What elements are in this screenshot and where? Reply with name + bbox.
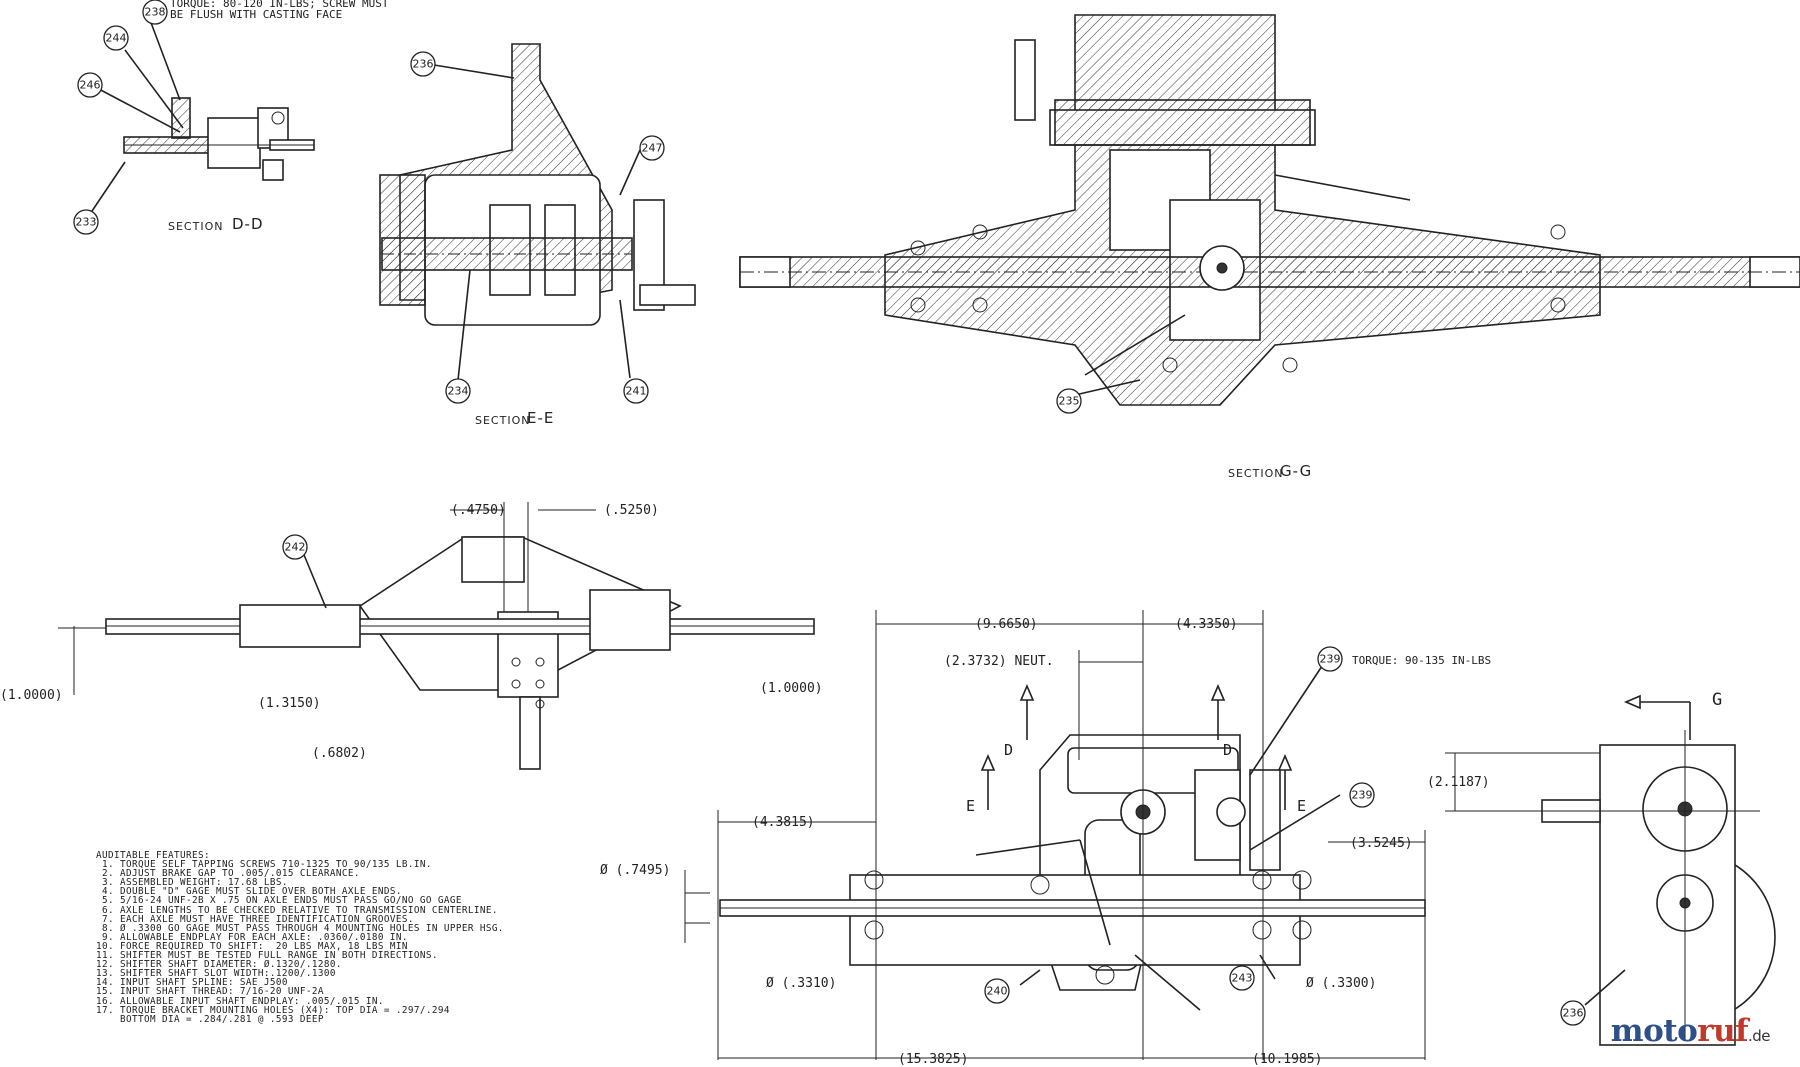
- callout-238: 238: [142, 0, 168, 25]
- side-view: G: [1445, 690, 1776, 1046]
- section-e-prefix: SECTION: [475, 414, 530, 427]
- view-letter-e2: E: [1297, 797, 1306, 815]
- note-15: 15. INPUT SHAFT THREAD: 7/16-20 UNF-2A: [96, 986, 324, 998]
- note-17: 17. TORQUE BRACKET MOUNTING HOLES (X4): …: [96, 1004, 450, 1016]
- view-letter-d1: D: [1004, 741, 1013, 759]
- callout-233: 233: [73, 209, 99, 235]
- section-d-letter: D-D: [232, 215, 264, 233]
- dim-4750: (.4750): [451, 503, 506, 518]
- svg-text:236: 236: [413, 58, 434, 71]
- dim-6802: (.6802): [312, 746, 367, 761]
- dim-3310: Ø (.3310): [766, 976, 836, 991]
- torque-note-239: TORQUE: 90-135 IN-LBS: [1352, 654, 1491, 667]
- mounting-holes: [910, 224, 1566, 373]
- motoruf-logo: motoruf.de: [1610, 1013, 1771, 1049]
- dim-9-6650: (9.6650): [975, 617, 1038, 632]
- note-10: 10. FORCE REQUIRED TO SHIFT: 20 LBS MAX,…: [96, 940, 408, 952]
- logo-part1: moto: [1610, 1013, 1698, 1049]
- svg-text:235: 235: [1059, 395, 1080, 408]
- note-8: 8. Ø .3300 GO GAGE MUST PASS THROUGH 4 M…: [96, 922, 504, 934]
- note-9: 9. ALLOWABLE ENDPLAY FOR EACH AXLE: .036…: [96, 931, 408, 943]
- section-e-letter: E-E: [527, 409, 554, 427]
- dim-7495: Ø (.7495): [600, 863, 670, 878]
- callout-239-lower: 239: [1349, 782, 1375, 808]
- svg-text:236: 236: [1563, 1007, 1584, 1020]
- note-7: 7. EACH AXLE MUST HAVE THREE IDENTIFICAT…: [96, 913, 414, 925]
- note-12: 12. SHIFTER SHAFT DIAMETER: Ø.1320/.1280…: [96, 959, 342, 971]
- notes-title: AUDITABLE FEATURES:: [96, 850, 210, 861]
- logo-suffix: .de: [1747, 1027, 1771, 1045]
- section-d-d-view: TORQUE: 80-120 IN-LBS; SCREW MUST BE FLU…: [89, 0, 389, 233]
- callout-246: 246: [77, 72, 103, 98]
- note-17-cont: BOTTOM DIA = .284/.281 @ .593 DEEP: [96, 1013, 324, 1025]
- note-4: 4. DOUBLE "D" GAGE MUST SLIDE OVER BOTH …: [96, 886, 402, 898]
- dim-1-0000-left: (1.0000): [0, 688, 63, 703]
- dim-4-3350: (4.3350): [1175, 617, 1238, 632]
- section-e-e-view: SECTION E-E: [379, 43, 696, 427]
- note-11: 11. SHIFTER MUST BE TESTED FULL RANGE IN…: [96, 950, 438, 962]
- svg-text:233: 233: [76, 216, 97, 229]
- section-d-prefix: SECTION: [168, 220, 223, 233]
- callout-240: 240: [984, 978, 1010, 1004]
- callout-236-top: 236: [410, 51, 436, 77]
- svg-text:244: 244: [106, 32, 127, 45]
- header-note-line2: BE FLUSH WITH CASTING FACE: [170, 8, 342, 21]
- note-1: 1. TORQUE SELF TAPPING SCREWS 710-1325 T…: [96, 859, 432, 871]
- svg-text:240: 240: [987, 985, 1008, 998]
- section-g-g-view: SECTION G-G: [739, 14, 1800, 480]
- view-letter-g: G: [1712, 690, 1722, 710]
- dim-5250: (.5250): [604, 503, 659, 518]
- callout-234: 234: [445, 378, 471, 404]
- note-6: 6. AXLE LENGTHS TO BE CHECKED RELATIVE T…: [96, 904, 498, 916]
- svg-text:242: 242: [285, 541, 306, 554]
- bolt-holes: [864, 870, 1312, 985]
- front-view: [58, 502, 815, 770]
- header-note-line1: TORQUE: 80-120 IN-LBS; SCREW MUST: [170, 0, 389, 10]
- callout-247: 247: [639, 135, 665, 161]
- dim-1-0000-right: (1.0000): [760, 681, 823, 696]
- svg-text:243: 243: [1232, 972, 1253, 985]
- logo-part2: ruf: [1697, 1013, 1748, 1049]
- view-letter-d2: D: [1223, 741, 1232, 759]
- dim-10-1985: (10.1985): [1252, 1052, 1322, 1067]
- dim-1-3150: (1.3150): [258, 696, 321, 711]
- svg-text:246: 246: [80, 79, 101, 92]
- svg-text:241: 241: [626, 385, 647, 398]
- dim-2-1187: (2.1187): [1427, 775, 1490, 790]
- callouts: 238 244 246 233 236 247 234 241 235 242 …: [73, 0, 1586, 1026]
- svg-text:238: 238: [145, 6, 166, 19]
- callout-243: 243: [1229, 965, 1255, 991]
- dimension-labels: (.4750) (.5250) (1.0000) (1.3150) (1.000…: [0, 503, 1491, 1067]
- note-16: 16. ALLOWABLE INPUT SHAFT ENDPLAY: .005/…: [96, 995, 384, 1007]
- top-view: D D E E: [684, 610, 1426, 1060]
- callout-236-bottom: 236: [1560, 1000, 1586, 1026]
- note-3: 3. ASSEMBLED WEIGHT: 17.68 LBS.: [96, 877, 288, 889]
- callout-242: 242: [282, 534, 308, 560]
- note-14: 14. INPUT SHAFT SPLINE: SAE J500: [96, 977, 288, 989]
- svg-text:234: 234: [448, 385, 469, 398]
- section-g-letter: G-G: [1280, 462, 1312, 480]
- dim-15-3825: (15.3825): [898, 1052, 968, 1067]
- callout-244: 244: [103, 25, 129, 51]
- callout-235: 235: [1056, 388, 1082, 414]
- dim-3300: Ø (.3300): [1306, 976, 1376, 991]
- svg-text:239: 239: [1320, 653, 1341, 666]
- note-13: 13. SHIFTER SHAFT SLOT WIDTH:.1200/.1300: [96, 968, 336, 980]
- dim-2-3732-neut: (2.3732) NEUT.: [944, 654, 1054, 669]
- callout-241: 241: [623, 378, 649, 404]
- note-2: 2. ADJUST BRAKE GAP TO .005/.015 CLEARAN…: [96, 868, 360, 880]
- auditable-features-notes: AUDITABLE FEATURES: 1. TORQUE SELF TAPPI…: [96, 851, 656, 1024]
- section-g-prefix: SECTION: [1228, 467, 1283, 480]
- dim-4-3815: (4.3815): [752, 815, 815, 830]
- note-5: 5. 5/16-24 UNF-2B X .75 ON AXLE ENDS MUS…: [96, 895, 462, 907]
- svg-text:239: 239: [1352, 789, 1373, 802]
- callout-239-upper: 239: [1317, 646, 1343, 672]
- view-letter-e1: E: [966, 797, 975, 815]
- dim-3-5245: (3.5245): [1350, 836, 1413, 851]
- svg-text:247: 247: [642, 142, 663, 155]
